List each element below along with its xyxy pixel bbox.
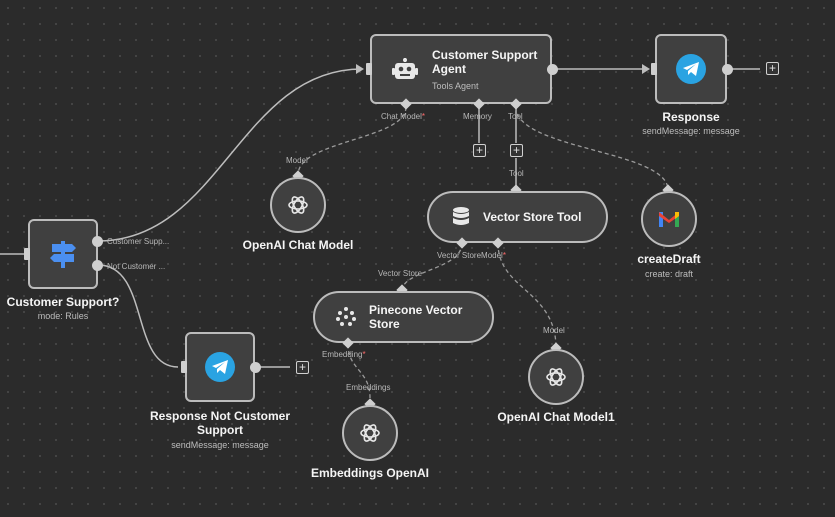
response-input-port[interactable] [651,63,657,75]
response-not-input-port[interactable] [181,361,187,373]
robot-icon [392,58,418,87]
response-not-subtitle: sendMessage: message [171,440,269,450]
create-draft-title: createDraft [637,252,701,266]
openai-chat-model-title: OpenAI Chat Model [242,238,354,252]
add-tool-button[interactable]: + [510,144,523,157]
openai-icon [546,368,566,386]
agent-subtitle: Tools Agent [432,81,479,91]
openai-icon [288,196,308,214]
vector-store-tool-node[interactable]: Vector Store Tool [427,191,608,243]
router-output-port-2[interactable] [92,260,103,271]
response-node[interactable] [655,34,727,104]
database-icon [453,207,469,225]
customer-support-router-node[interactable] [28,219,98,289]
signpost-icon [50,241,76,268]
response-not-customer-support-node[interactable] [185,332,255,402]
response-title: Response [662,110,720,124]
router-title: Customer Support? [6,295,120,309]
openai-icon [360,424,380,442]
response-not-output-port[interactable] [250,362,261,373]
add-memory-button[interactable]: + [473,144,486,157]
vector-tool-ports-label: Vector StoreModel* [437,251,506,260]
pinecone-icon [336,307,356,326]
openai-chat-model-port-label: Model [286,156,308,165]
response-not-add-button[interactable]: + [296,361,309,374]
embeddings-openai-title: Embeddings OpenAI [310,466,429,480]
telegram-icon [205,352,235,382]
router-subtitle: mode: Rules [37,311,89,321]
telegram-icon [676,54,706,84]
tool-port-label: Tool [508,112,523,121]
create-draft-node[interactable] [641,191,697,247]
router-output-label-2: Not Customer ... [107,262,166,271]
router-output-port-1[interactable] [92,236,103,247]
pinecone-port-label: Vector Store [378,269,423,278]
embedding-port-label: Embedding* [322,350,366,359]
openai-chat-model1-title: OpenAI Chat Model1 [497,410,615,424]
router-output-label-1: Customer Supp... [107,237,170,246]
response-add-button[interactable]: + [766,62,779,75]
openai-chat-model-node[interactable] [270,177,326,233]
vector-store-tool-title: Vector Store Tool [483,210,582,224]
vector-tool-port-label: Tool [509,169,524,178]
embeddings-port-label: Embeddings [346,383,391,392]
memory-port-label: Memory [463,112,492,121]
create-draft-subtitle: create: draft [644,269,694,279]
response-subtitle: sendMessage: message [642,126,740,136]
openai-chat-model1-port-label: Model [543,326,565,335]
agent-input-port[interactable] [366,63,372,75]
openai-chat-model1-node[interactable] [528,349,584,405]
gmail-icon [659,212,679,227]
router-input-port[interactable] [24,248,30,260]
agent-output-port[interactable] [547,64,558,75]
embeddings-openai-node[interactable] [342,405,398,461]
response-output-port[interactable] [722,64,733,75]
chat-model-port-label: Chat Model* [381,112,426,121]
